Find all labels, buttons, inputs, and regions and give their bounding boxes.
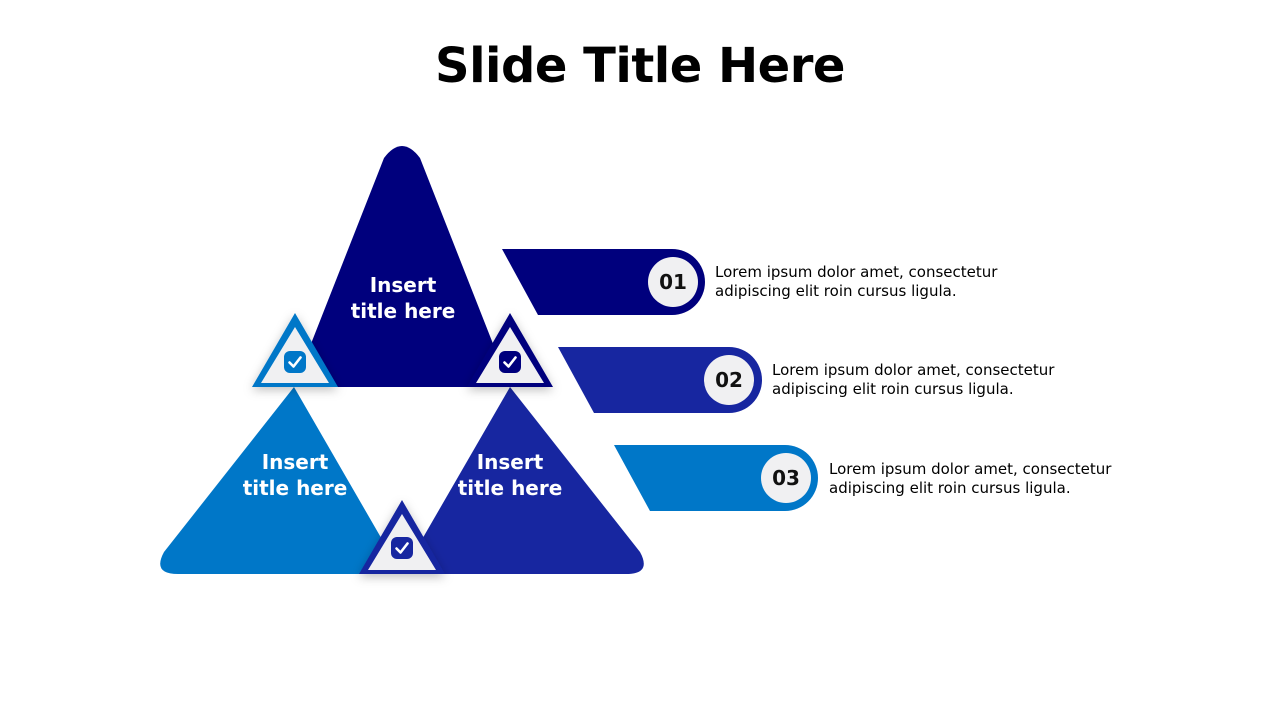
- step-description-1-line2: adipiscing elit roin cursus ligula.: [715, 282, 957, 300]
- triangle-top-label-line1: Insert: [370, 273, 437, 297]
- step-description-2: Lorem ipsum dolor amet, consectetur adip…: [772, 361, 1072, 399]
- step-number-3: 03: [772, 466, 800, 490]
- step-number-badge-1: 01: [648, 257, 698, 307]
- step-number-badge-2: 02: [704, 355, 754, 405]
- step-description-1: Lorem ipsum dolor amet, consectetur adip…: [715, 263, 1015, 301]
- check-icon: [499, 351, 521, 373]
- triangle-top-label-line2: title here: [351, 299, 456, 323]
- step-number-2: 02: [715, 368, 743, 392]
- triangle-bottom-right: [402, 387, 644, 574]
- slide-title: Slide Title Here: [435, 38, 845, 94]
- triangle-top: [294, 146, 510, 387]
- triangle-right-label-line2: title here: [458, 476, 563, 500]
- step-description-3-line1: Lorem ipsum dolor amet, consectetur: [829, 460, 1112, 478]
- step-description-1-line1: Lorem ipsum dolor amet, consectetur: [715, 263, 998, 281]
- step-description-2-line2: adipiscing elit roin cursus ligula.: [772, 380, 1014, 398]
- step-number-badge-3: 03: [761, 453, 811, 503]
- triangle-right-label-line1: Insert: [477, 450, 544, 474]
- triangle-bottom-left: [160, 387, 402, 574]
- step-number-1: 01: [659, 270, 687, 294]
- step-bar-3: [614, 445, 818, 511]
- check-icon: [391, 537, 413, 559]
- step-description-3-line2: adipiscing elit roin cursus ligula.: [829, 479, 1071, 497]
- step-description-2-line1: Lorem ipsum dolor amet, consectetur: [772, 361, 1055, 379]
- triangle-left-label-line1: Insert: [262, 450, 329, 474]
- check-icon: [284, 351, 306, 373]
- triangle-left-label-line2: title here: [243, 476, 348, 500]
- step-description-3: Lorem ipsum dolor amet, consectetur adip…: [829, 460, 1129, 498]
